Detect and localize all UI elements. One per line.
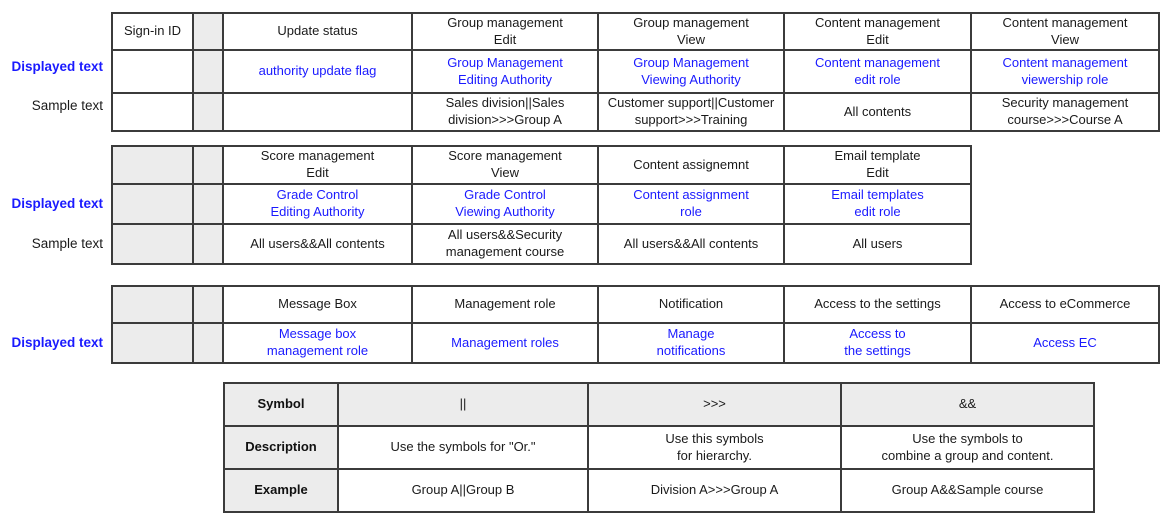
row-label-displayed-text-table1: Displayed text [11, 59, 103, 74]
data-cell: All users&&All contents [597, 223, 785, 265]
spacer-cell [192, 11, 224, 52]
data-cell: All contents [783, 92, 972, 132]
header-cell: Group management Edit [411, 11, 599, 52]
data-cell: Manage notifications [597, 322, 785, 364]
empty-cell [111, 183, 194, 225]
signin-permissions-table: Sign-in ID Update status Group managemen… [111, 11, 1160, 132]
empty-cell [111, 285, 194, 324]
header-cell: Sign-in ID [111, 11, 194, 52]
row-label-sample-text-table1: Sample text [31, 97, 103, 113]
empty-cell [111, 322, 194, 364]
data-cell: All users [783, 223, 972, 265]
data-cell: Content management viewership role [970, 49, 1160, 95]
empty-cell [111, 145, 194, 185]
header-cell: Update status [222, 11, 413, 52]
header-cell: Notification [597, 285, 785, 324]
spacer-cell [192, 92, 224, 132]
table-row: Sign-in ID Update status Group managemen… [111, 11, 1160, 52]
data-cell: Message box management role [222, 322, 413, 364]
data-cell: Group A&&Sample course [840, 468, 1095, 513]
header-cell: Message Box [222, 285, 413, 324]
data-cell: Email templates edit role [783, 183, 972, 225]
row-label-displayed-text-table2: Displayed text [11, 195, 103, 211]
data-cell: Use this symbols for hierarchy. [587, 425, 842, 470]
row-label-sample-text-table2: Sample text [31, 235, 103, 251]
data-cell: Content management edit role [783, 49, 972, 95]
table-row-description: Description Use the symbols for "Or." Us… [223, 425, 1095, 470]
header-cell: Access to the settings [783, 285, 972, 324]
legend-header-description: Description [223, 425, 339, 470]
data-cell: Management roles [411, 322, 599, 364]
data-cell: All users&&All contents [222, 223, 413, 265]
score-content-permissions-table: Score management Edit Score management V… [111, 145, 972, 265]
header-cell: Email template Edit [783, 145, 972, 185]
data-cell: Access EC [970, 322, 1160, 364]
table-row-displayed-text: Message box management role Management r… [111, 322, 1160, 364]
table-row: Score management Edit Score management V… [111, 145, 972, 185]
data-cell: Content assignment role [597, 183, 785, 225]
data-cell: Group Management Viewing Authority [597, 49, 785, 95]
data-cell: Division A>>>Group A [587, 468, 842, 513]
header-cell: Content management Edit [783, 11, 972, 52]
symbol-hierarchy-cell: >>> [587, 382, 842, 427]
data-cell: Use the symbols for "Or." [337, 425, 589, 470]
spacer-cell [192, 145, 224, 185]
header-cell: Score management Edit [222, 145, 413, 185]
table-row-sample-text: All users&&All contents All users&&Secur… [111, 223, 972, 265]
spacer-cell [192, 223, 224, 265]
symbol-legend-table: Symbol || >>> && Description Use the sym… [223, 382, 1095, 513]
table-row-sample-text: Sales division||Sales division>>>Group A… [111, 92, 1160, 132]
data-cell: All users&&Security management course [411, 223, 599, 265]
table-row-displayed-text: authority update flag Group Management E… [111, 49, 1160, 95]
data-cell: Group A||Group B [337, 468, 589, 513]
symbol-or-cell: || [337, 382, 589, 427]
spacer-cell [192, 322, 224, 364]
data-cell: Access to the settings [783, 322, 972, 364]
legend-header-symbol: Symbol [223, 382, 339, 427]
spacer-cell [192, 183, 224, 225]
header-cell: Content assignemnt [597, 145, 785, 185]
data-cell: Security management course>>>Course A [970, 92, 1160, 132]
data-cell: Grade Control Viewing Authority [411, 183, 599, 225]
misc-permissions-table: Message Box Management role Notification… [111, 285, 1160, 364]
spacer-cell [192, 285, 224, 324]
data-cell: Sales division||Sales division>>>Group A [411, 92, 599, 132]
symbol-combine-cell: && [840, 382, 1095, 427]
data-cell: Group Management Editing Authority [411, 49, 599, 95]
spacer-cell [192, 49, 224, 95]
empty-cell [111, 223, 194, 265]
header-cell: Group management View [597, 11, 785, 52]
header-cell: Score management View [411, 145, 599, 185]
empty-cell [111, 49, 194, 95]
header-cell: Management role [411, 285, 599, 324]
legend-header-example: Example [223, 468, 339, 513]
header-cell: Access to eCommerce [970, 285, 1160, 324]
row-label-displayed-text-table3: Displayed text [11, 334, 103, 350]
data-cell: authority update flag [222, 49, 413, 95]
table-row-example: Example Group A||Group B Division A>>>Gr… [223, 468, 1095, 513]
table-row: Message Box Management role Notification… [111, 285, 1160, 324]
header-cell: Content management View [970, 11, 1160, 52]
table-row-symbol: Symbol || >>> && [223, 382, 1095, 427]
data-cell: Grade Control Editing Authority [222, 183, 413, 225]
data-cell: Use the symbols to combine a group and c… [840, 425, 1095, 470]
empty-cell [111, 92, 194, 132]
table-row-displayed-text: Grade Control Editing Authority Grade Co… [111, 183, 972, 225]
empty-cell [222, 92, 413, 132]
data-cell: Customer support||Customer support>>>Tra… [597, 92, 785, 132]
